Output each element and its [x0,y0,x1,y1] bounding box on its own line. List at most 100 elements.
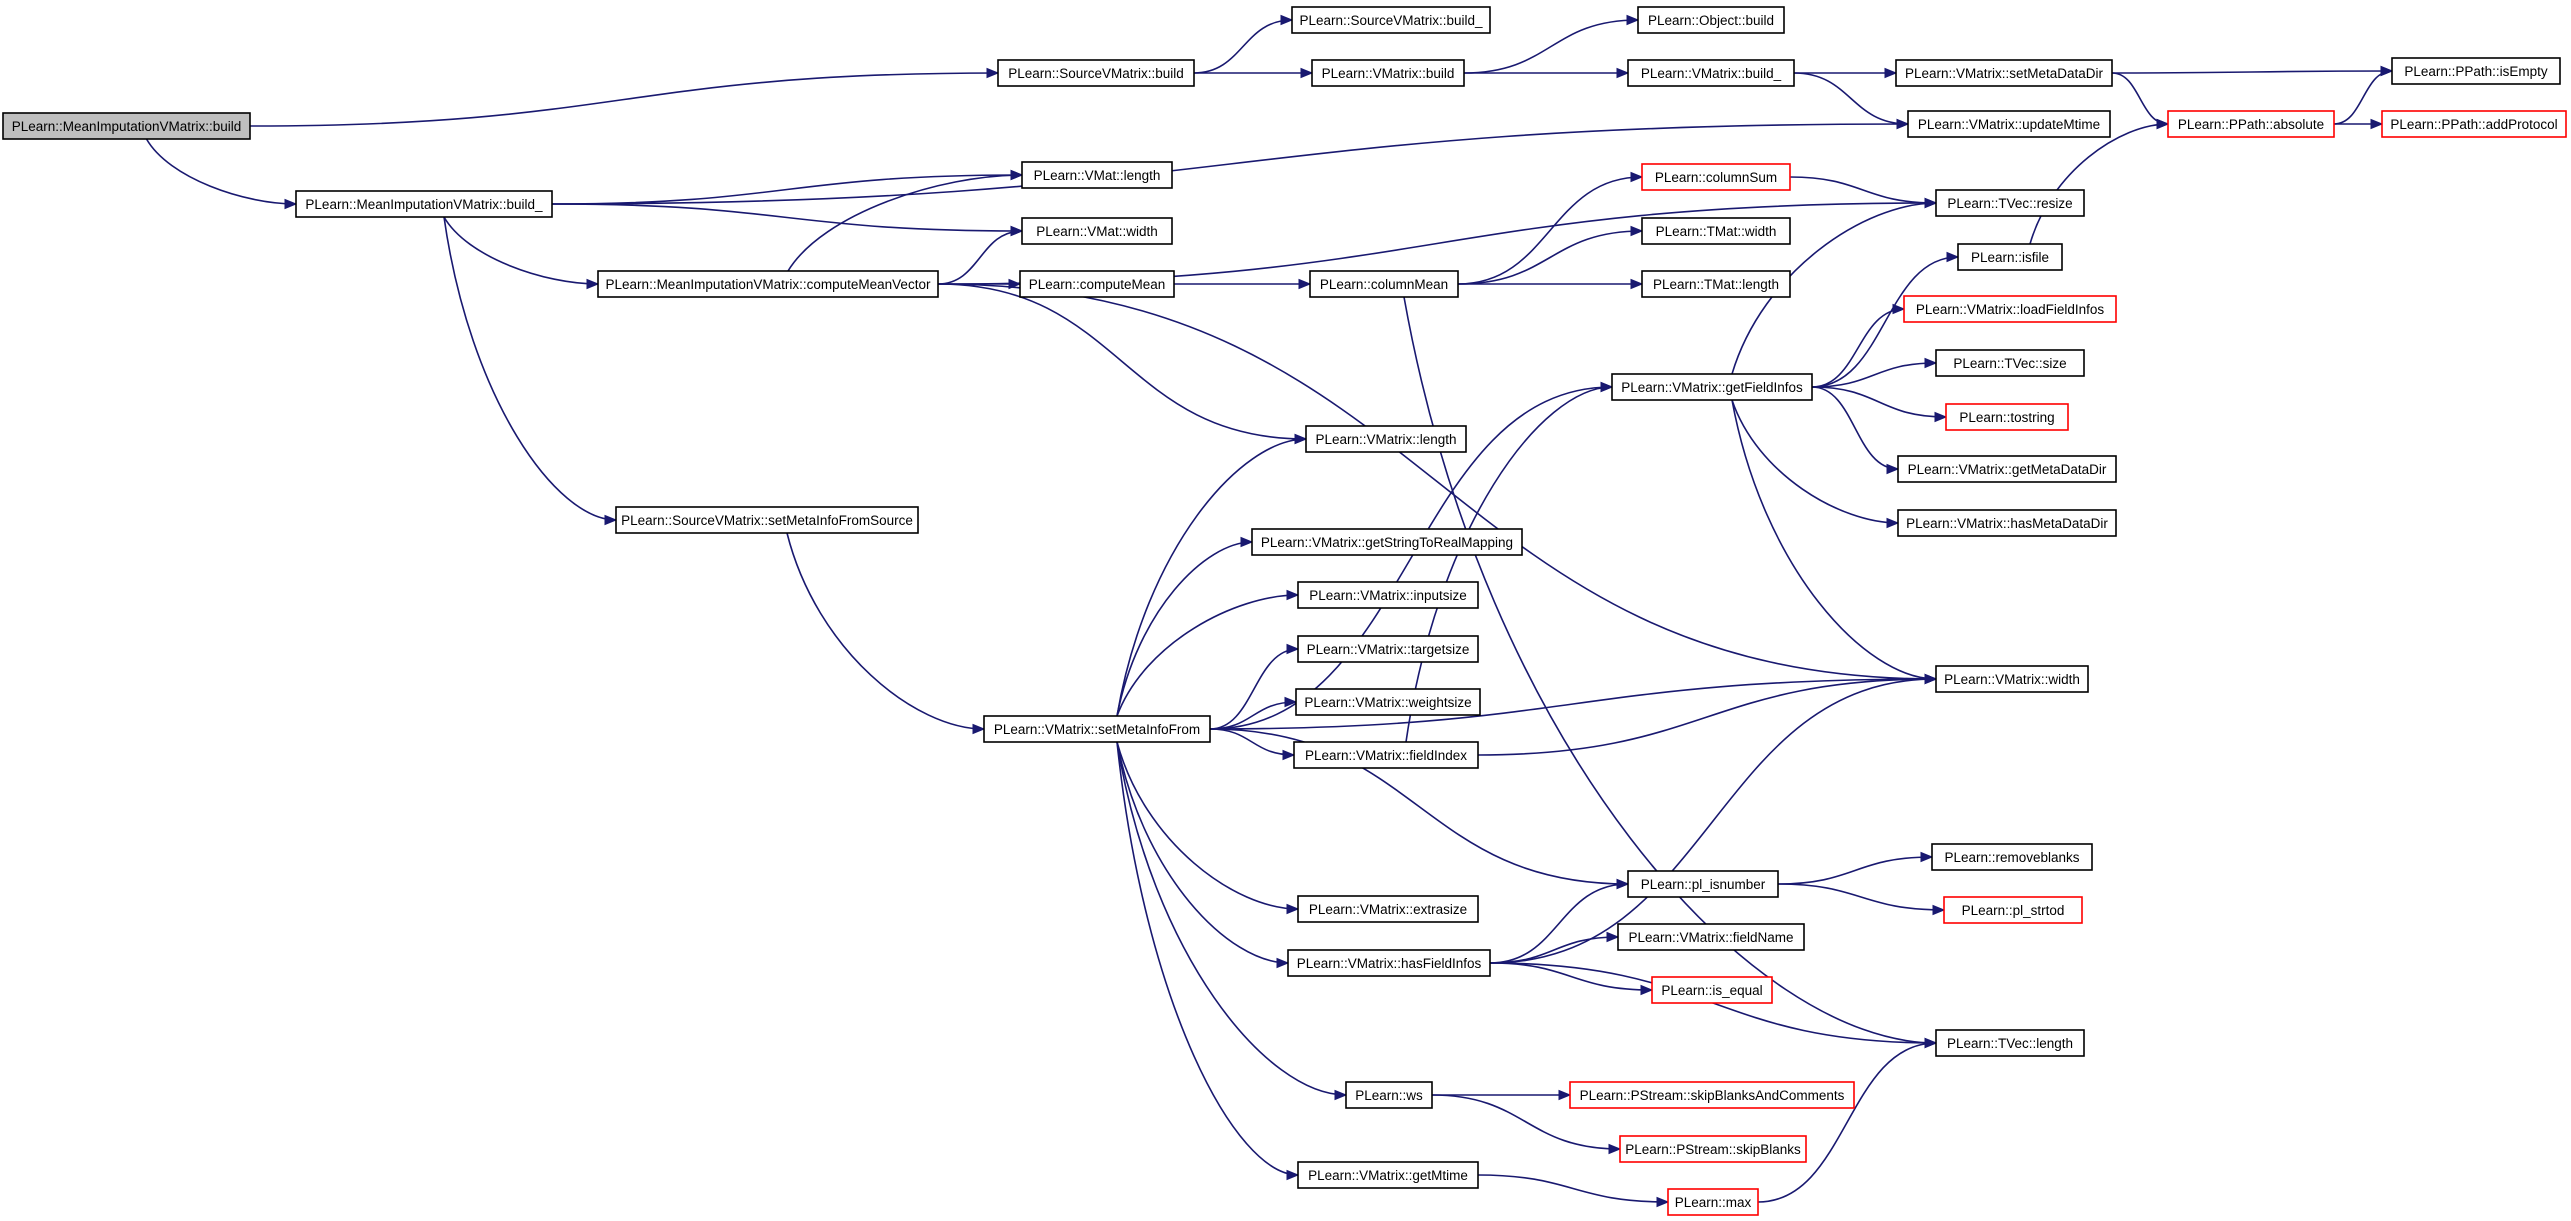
node-tmat-length[interactable]: PLearn::TMat::length [1641,270,1791,298]
node-box [2391,57,2561,85]
arrowhead [1616,878,1630,890]
arrowhead [2380,65,2394,77]
edge-line [937,230,1023,285]
node-svm-build-[interactable]: PLearn::SourceVMatrix::build_ [1291,6,1491,34]
node-computeMeanVector[interactable]: PLearn::MeanImputationVMatrix::computeMe… [597,270,939,298]
node-tvec-size[interactable]: PLearn::TVec::size [1935,349,2085,377]
node-pp-isEmpty[interactable]: PLearn::PPath::isEmpty [2391,57,2561,85]
edge-root-to-mivm-build- [145,138,298,210]
edge-line [1757,1042,1937,1203]
node-vm-loadFieldInfos[interactable]: PLearn::VMatrix::loadFieldInfos [1903,295,2117,323]
edge-line [1457,176,1643,285]
node-obj-build[interactable]: PLearn::Object::build [1637,6,1785,34]
edge-vm-setMetaInfoFrom-to-vm-hasFieldInfos [1116,741,1290,969]
edge-vm-build-to-vm-build- [1464,67,1630,79]
edge-line [1116,438,1307,717]
node-vm-weightsize[interactable]: PLearn::VMatrix::weightsize [1295,688,1481,716]
node-vm-build-[interactable]: PLearn::VMatrix::build_ [1627,59,1795,87]
node-computeMean[interactable]: PLearn::computeMean [1019,270,1175,298]
node-label: PLearn::VMatrix::hasFieldInfos [1297,956,1482,971]
node-box [2167,110,2335,138]
node-vm-width[interactable]: PLearn::VMatrix::width [1935,665,2089,693]
node-label: PLearn::TVec::resize [1947,196,2072,211]
node-isfile[interactable]: PLearn::isfile [1957,243,2063,271]
node-vm-setMetaDataDir[interactable]: PLearn::VMatrix::setMetaDataDir [1895,59,2113,87]
arrowhead [1932,904,1946,916]
node-vmat-width[interactable]: PLearn::VMat::width [1021,217,1173,245]
edge-line [1463,19,1639,74]
edge-line [1811,386,1947,418]
edge-vm-fieldIndex-to-vm-width [1477,673,1938,756]
arrowhead [1558,1089,1572,1101]
node-vm-inputsize[interactable]: PLearn::VMatrix::inputsize [1297,581,1479,609]
node-vm-length[interactable]: PLearn::VMatrix::length [1305,425,1467,453]
node-box [1297,635,1479,663]
node-box [295,190,553,218]
node-removeblanks[interactable]: PLearn::removeblanks [1931,843,2093,871]
node-pl-isnumber[interactable]: PLearn::pl_isnumber [1627,870,1779,898]
node-box [1627,870,1779,898]
arrowhead [586,278,600,290]
node-vm-getMtime[interactable]: PLearn::VMatrix::getMtime [1297,1161,1479,1189]
node-vmat-length[interactable]: PLearn::VMat::length [1021,161,1173,189]
node-vm-build[interactable]: PLearn::VMatrix::build [1311,59,1465,87]
node-label: PLearn::VMatrix::setMetaInfoFrom [994,722,1200,737]
node-vm-hasFieldInfos[interactable]: PLearn::VMatrix::hasFieldInfos [1287,949,1491,977]
arrowhead [1896,118,1910,130]
arrowhead [1616,67,1630,79]
node-svm-setMetaInfoFromSource[interactable]: PLearn::SourceVMatrix::setMetaInfoFromSo… [615,506,919,534]
node-vm-getMetaDataDir[interactable]: PLearn::VMatrix::getMetaDataDir [1897,455,2117,483]
node-box [1297,895,1479,923]
node-pl-strtod[interactable]: PLearn::pl_strtod [1943,896,2083,924]
arrowhead [1284,696,1298,708]
arrowhead [1626,14,1640,26]
node-label: PLearn::VMatrix::build [1322,66,1455,81]
node-columnMean[interactable]: PLearn::columnMean [1309,270,1459,298]
node-label: PLearn::PPath::absolute [2178,117,2324,132]
node-vm-setMetaInfoFrom[interactable]: PLearn::VMatrix::setMetaInfoFrom [983,715,1211,743]
node-vm-fieldIndex[interactable]: PLearn::VMatrix::fieldIndex [1293,741,1479,769]
edge-line [937,283,1937,680]
node-max[interactable]: PLearn::max [1667,1188,1759,1216]
node-ps-skipBlanksAndComments[interactable]: PLearn::PStream::skipBlanksAndComments [1569,1081,1855,1109]
node-vm-fieldName[interactable]: PLearn::VMatrix::fieldName [1617,923,1805,951]
node-label: PLearn::removeblanks [1944,850,2079,865]
node-label: PLearn::isfile [1971,250,2049,265]
edge-line [1489,936,1619,964]
arrowhead [1334,1089,1348,1101]
node-columnSum[interactable]: PLearn::columnSum [1641,163,1791,191]
node-vm-getStringToRealMapping[interactable]: PLearn::VMatrix::getStringToRealMapping [1251,528,1523,556]
node-vm-targetsize[interactable]: PLearn::VMatrix::targetsize [1297,635,1479,663]
edge-max-to-tvec-length [1757,1037,1938,1203]
node-ws[interactable]: PLearn::ws [1345,1081,1433,1109]
arrowhead [1934,411,1948,423]
node-mivm-build-[interactable]: PLearn::MeanImputationVMatrix::build_ [295,190,553,218]
node-pp-addProtocol[interactable]: PLearn::PPath::addProtocol [2381,110,2567,138]
edge-line [1777,883,1945,911]
node-svm-build[interactable]: PLearn::SourceVMatrix::build [997,59,1195,87]
node-pp-absolute[interactable]: PLearn::PPath::absolute [2167,110,2335,138]
arrowhead [1286,589,1300,601]
node-vm-updateMtime[interactable]: PLearn::VMatrix::updateMtime [1907,110,2111,138]
edge-vm-setMetaInfoFrom-to-ws [1116,741,1348,1101]
node-tmat-width[interactable]: PLearn::TMat::width [1641,217,1791,245]
arrowhead [1924,197,1938,209]
node-vm-hasMetaDataDir[interactable]: PLearn::VMatrix::hasMetaDataDir [1897,509,2117,537]
node-label: PLearn::VMatrix::build_ [1641,66,1782,81]
node-ps-skipBlanks[interactable]: PLearn::PStream::skipBlanks [1619,1135,1807,1163]
node-label: PLearn::SourceVMatrix::setMetaInfoFromSo… [621,513,913,528]
edge-line [2111,70,2393,74]
edge-vm-setMetaInfoFrom-to-vm-getStringToRealMapping [1116,536,1254,717]
node-box [1287,949,1491,977]
node-box [1641,217,1791,245]
node-root[interactable]: PLearn::MeanImputationVMatrix::build [2,112,251,140]
arrowhead [1608,1143,1622,1155]
node-box [1291,6,1491,34]
node-tvec-length[interactable]: PLearn::TVec::length [1935,1029,2085,1057]
node-tvec-resize[interactable]: PLearn::TVec::resize [1935,189,2085,217]
node-tostring[interactable]: PLearn::tostring [1945,403,2069,431]
node-vm-getFieldInfos[interactable]: PLearn::VMatrix::getFieldInfos [1611,373,1813,401]
node-vm-extrasize[interactable]: PLearn::VMatrix::extrasize [1297,895,1479,923]
edge-mivm-build--to-vmat-width [551,203,1024,237]
node-is-equal[interactable]: PLearn::is_equal [1651,976,1773,1004]
